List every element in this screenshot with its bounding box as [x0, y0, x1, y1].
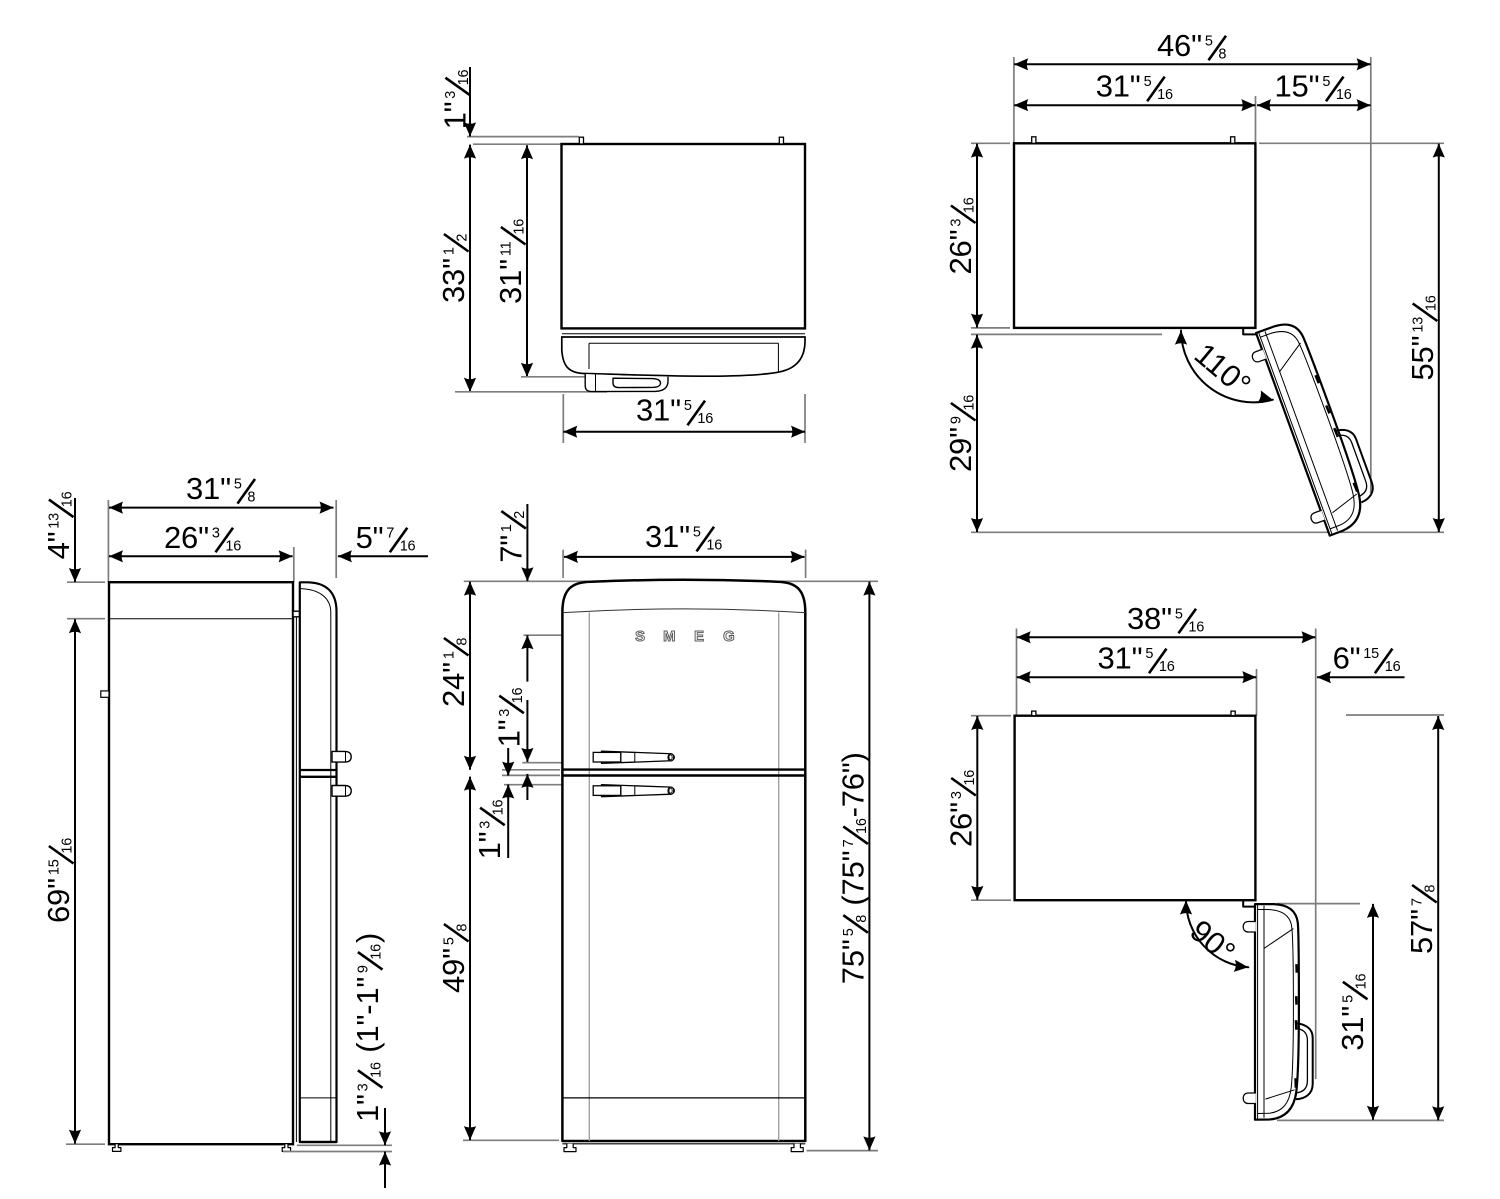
svg-text:16: 16 — [456, 69, 472, 85]
svg-text:1": 1" — [472, 832, 507, 860]
svg-text:5: 5 — [693, 524, 701, 540]
svg-text:5: 5 — [684, 398, 692, 414]
svg-text:16: 16 — [60, 838, 76, 854]
svg-text:16: 16 — [369, 1062, 385, 1078]
svg-text:26": 26" — [943, 230, 978, 275]
svg-text:16: 16 — [1336, 87, 1352, 103]
svg-text:31": 31" — [636, 393, 681, 428]
svg-text:16: 16 — [1159, 659, 1175, 675]
svg-text:(1"-1": (1"-1" — [350, 977, 385, 1053]
svg-text:8: 8 — [455, 924, 471, 932]
svg-text:5: 5 — [1145, 646, 1153, 662]
svg-text:7: 7 — [386, 525, 394, 541]
svg-text:5": 5" — [356, 520, 384, 555]
svg-text:2: 2 — [512, 511, 528, 519]
svg-text:8: 8 — [455, 638, 471, 646]
svg-text:26": 26" — [943, 802, 978, 847]
svg-text:2: 2 — [455, 234, 471, 242]
svg-text:16: 16 — [697, 411, 713, 427]
svg-text:1: 1 — [442, 247, 458, 255]
svg-text:13: 13 — [1410, 317, 1426, 333]
svg-text:3: 3 — [949, 791, 965, 799]
svg-text:3: 3 — [497, 709, 513, 717]
svg-text:16: 16 — [706, 537, 722, 553]
svg-text:31": 31" — [493, 259, 528, 304]
svg-text:5: 5 — [1175, 606, 1183, 622]
svg-text:16: 16 — [510, 687, 526, 703]
svg-text:57": 57" — [1404, 909, 1439, 954]
svg-text:13: 13 — [47, 513, 63, 529]
svg-text:5: 5 — [1341, 995, 1357, 1003]
svg-text:16: 16 — [512, 219, 528, 235]
svg-text:1": 1" — [438, 102, 473, 130]
svg-text:26": 26" — [164, 520, 209, 555]
svg-text:16: 16 — [60, 491, 76, 507]
svg-text:55": 55" — [1405, 336, 1440, 381]
svg-text:29": 29" — [943, 427, 978, 472]
svg-text:24": 24" — [436, 662, 471, 707]
svg-text:E: E — [694, 629, 704, 645]
svg-text:16: 16 — [1423, 295, 1439, 311]
svg-text:31": 31" — [645, 519, 690, 554]
svg-text:(75": (75" — [835, 851, 870, 906]
svg-text:3: 3 — [478, 821, 494, 829]
svg-text:15: 15 — [47, 859, 63, 875]
svg-text:S: S — [635, 629, 645, 645]
svg-text:16: 16 — [1188, 619, 1204, 635]
svg-text:5: 5 — [442, 937, 458, 945]
svg-text:3: 3 — [443, 91, 459, 99]
svg-text:16: 16 — [1157, 87, 1173, 103]
svg-text:M: M — [663, 629, 675, 645]
svg-text:16: 16 — [962, 197, 978, 213]
svg-text:31": 31" — [1096, 69, 1141, 104]
svg-text:8: 8 — [1218, 46, 1226, 62]
svg-text:49": 49" — [436, 948, 471, 993]
svg-text:-76"): -76") — [835, 752, 870, 817]
svg-text:7: 7 — [1410, 898, 1426, 906]
svg-text:5: 5 — [1205, 33, 1213, 49]
svg-text:31": 31" — [1335, 1006, 1370, 1051]
svg-text:75": 75" — [835, 939, 870, 984]
svg-text:9: 9 — [949, 416, 965, 424]
svg-text:1: 1 — [442, 651, 458, 659]
svg-text:4": 4" — [41, 532, 76, 560]
svg-text:8: 8 — [247, 490, 255, 506]
svg-text:16: 16 — [1354, 974, 1370, 990]
svg-text:5: 5 — [1144, 74, 1152, 90]
svg-text:3: 3 — [356, 1083, 372, 1091]
svg-text:33": 33" — [436, 258, 471, 303]
svg-text:9: 9 — [356, 965, 372, 973]
svg-text:8: 8 — [1423, 885, 1439, 893]
svg-text:16: 16 — [369, 944, 385, 960]
svg-text:11: 11 — [499, 241, 515, 256]
svg-text:3: 3 — [212, 525, 220, 541]
svg-text:): ) — [350, 933, 385, 943]
svg-text:1": 1" — [491, 720, 526, 748]
svg-text:3: 3 — [949, 219, 965, 227]
svg-text:31": 31" — [186, 471, 231, 506]
svg-text:16: 16 — [962, 395, 978, 411]
svg-text:1": 1" — [350, 1094, 385, 1122]
svg-text:31": 31" — [1098, 641, 1143, 676]
svg-text:16: 16 — [1385, 659, 1401, 675]
svg-text:1: 1 — [499, 524, 515, 532]
svg-text:5: 5 — [841, 928, 857, 936]
svg-text:7: 7 — [841, 839, 857, 847]
svg-text:16: 16 — [400, 538, 416, 554]
svg-text:G: G — [723, 629, 735, 645]
svg-text:16: 16 — [962, 770, 978, 786]
svg-text:15: 15 — [1363, 646, 1379, 662]
svg-text:69": 69" — [41, 878, 76, 923]
svg-text:46": 46" — [1157, 28, 1202, 63]
svg-text:16: 16 — [491, 799, 507, 815]
svg-text:6": 6" — [1333, 641, 1361, 676]
svg-text:38": 38" — [1127, 601, 1172, 636]
svg-text:5: 5 — [234, 477, 242, 493]
svg-text:15": 15" — [1275, 69, 1320, 104]
svg-text:16: 16 — [854, 818, 870, 834]
svg-text:8: 8 — [854, 915, 870, 923]
svg-text:16: 16 — [225, 538, 241, 554]
svg-text:7": 7" — [493, 535, 528, 563]
svg-text:5: 5 — [1322, 74, 1330, 90]
